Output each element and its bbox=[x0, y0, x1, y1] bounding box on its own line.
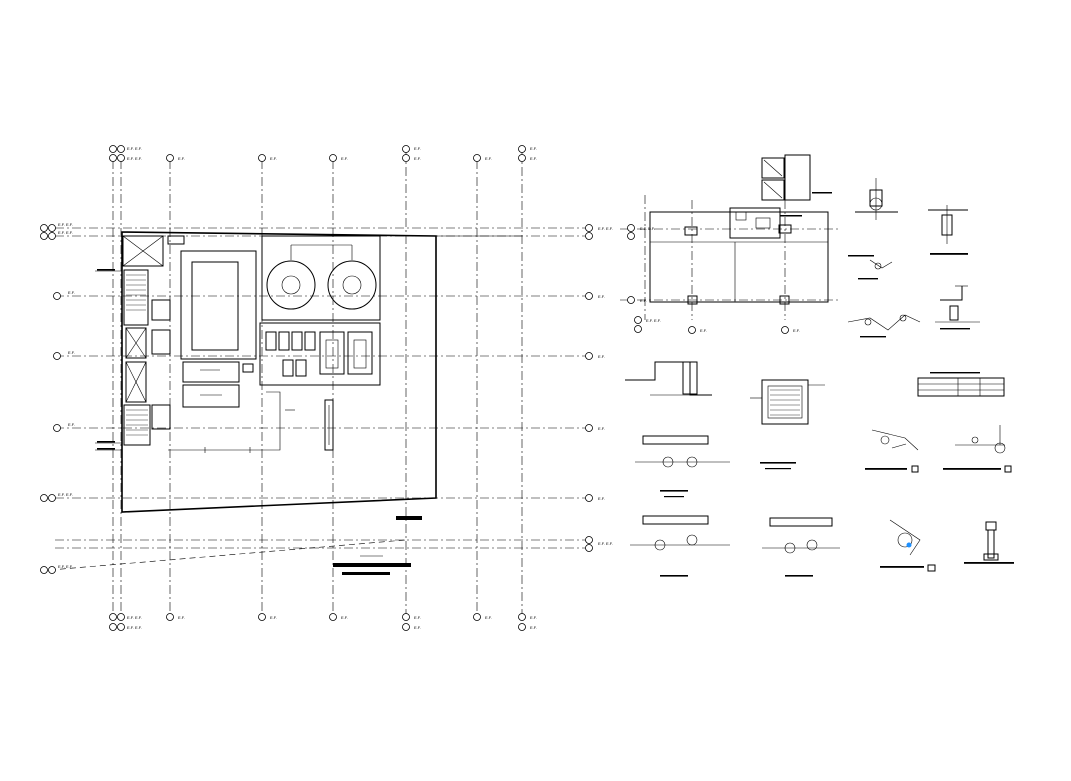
grid-tag: E.F. bbox=[414, 156, 421, 161]
grid-tag: E.F. bbox=[68, 422, 75, 427]
site-boundary bbox=[121, 231, 437, 513]
grid-tag: E.F. E.F. bbox=[58, 230, 73, 235]
grid-tags: E.F. E.F. E.F. E.F. E.F. E.F. E.F. E.F. … bbox=[58, 146, 613, 630]
pipe-runs bbox=[168, 363, 334, 453]
grid-tag: E.F. bbox=[598, 294, 605, 299]
water-tanks bbox=[261, 235, 381, 321]
grid-tag: E.F. E.F. bbox=[127, 146, 142, 151]
grid-tag: E.F. bbox=[414, 146, 421, 151]
bottom-grid-bubbles bbox=[109, 613, 526, 631]
grid-tag: E.F. bbox=[640, 298, 647, 303]
grid-tag: E.F. E.F. bbox=[127, 615, 142, 620]
grid-tag: E.F. E.F. bbox=[58, 564, 73, 569]
grid-tag: E.F. E.F. bbox=[127, 625, 142, 630]
grid-tag: E.F. E.F. bbox=[58, 492, 73, 497]
highlight-fitting bbox=[906, 542, 912, 548]
top-grid-bubbles bbox=[109, 145, 526, 162]
grid-tag: E.F. bbox=[530, 156, 537, 161]
grid-tag: E.F. bbox=[530, 146, 537, 151]
grid-tag: E.F. E.F. bbox=[127, 156, 142, 161]
grid-tag: E.F. bbox=[598, 354, 605, 359]
grid-tag: E.F. bbox=[341, 156, 348, 161]
valve-details bbox=[865, 425, 1014, 572]
grid-tag: E.F. bbox=[270, 156, 277, 161]
grid-tag: E.F. bbox=[414, 625, 421, 630]
partial-plan: E.F. E.F. E.F. E.F. E.F. E.F. E.F. bbox=[620, 154, 840, 334]
left-annotations bbox=[95, 269, 122, 451]
grid-tag: E.F. bbox=[700, 328, 707, 333]
grid-tag: E.F. bbox=[178, 615, 185, 620]
section-details-middle bbox=[625, 361, 825, 470]
grid-tag: E.F. E.F. bbox=[58, 222, 73, 227]
grid-tag: E.F. bbox=[598, 426, 605, 431]
grid-tag: E.F. bbox=[793, 328, 800, 333]
grid-tag: E.F. E.F. bbox=[646, 318, 661, 323]
site-plan: E.F. E.F. E.F. E.F. E.F. E.F. E.F. E.F. … bbox=[40, 145, 613, 631]
plan-title-block bbox=[333, 516, 422, 575]
pool-area bbox=[180, 250, 257, 408]
grid-tag: E.F. bbox=[485, 156, 492, 161]
grid-tag: E.F. bbox=[68, 350, 75, 355]
trench-details bbox=[630, 435, 840, 577]
fitting-details-top bbox=[847, 178, 980, 338]
right-grid-bubbles bbox=[585, 224, 593, 552]
grid-tag: E.F. bbox=[485, 615, 492, 620]
detail-sheet: E.F. E.F. E.F. E.F. E.F. E.F. E.F. bbox=[620, 154, 1014, 577]
grid-tag: E.F. bbox=[530, 625, 537, 630]
left-grid-bubbles bbox=[40, 224, 61, 574]
grid-tag: E.F. bbox=[530, 615, 537, 620]
legend-table bbox=[917, 372, 1005, 397]
grid-tag: E.F. E.F. bbox=[640, 226, 655, 231]
service-core bbox=[122, 235, 185, 446]
grid-tag: E.F. E.F. bbox=[598, 541, 613, 546]
grid-tag: E.F. E.F. bbox=[598, 226, 613, 231]
grid-tag: E.F. bbox=[178, 156, 185, 161]
pump-room bbox=[259, 322, 381, 386]
grid-tag: E.F. bbox=[414, 615, 421, 620]
grid-tag: E.F. bbox=[270, 615, 277, 620]
grid-tag: E.F. bbox=[341, 615, 348, 620]
grid-tag: E.F. bbox=[598, 496, 605, 501]
grid-tag: E.F. bbox=[68, 290, 75, 295]
horizontal-grid-lines bbox=[49, 227, 590, 571]
